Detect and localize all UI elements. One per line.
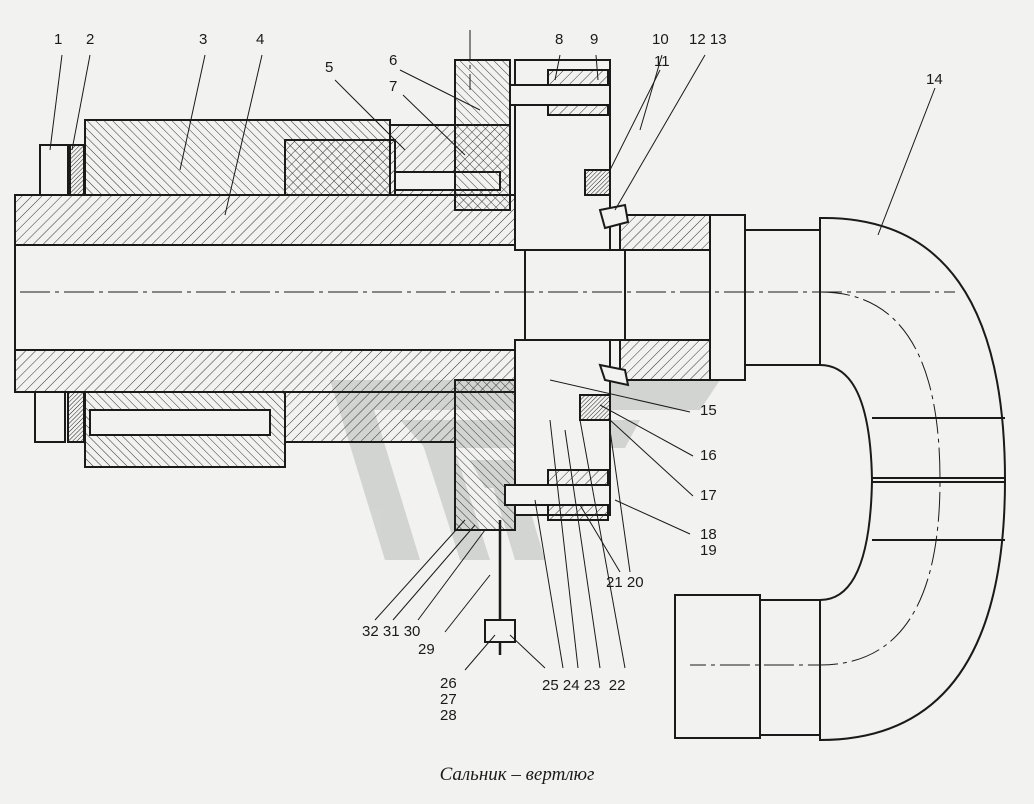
callout-15: 15 (700, 402, 717, 419)
callout-12-13: 12 13 (689, 31, 727, 48)
pipe-bend (674, 214, 1007, 742)
callout-17: 17 (700, 487, 717, 504)
callout-18-19: 18 19 (700, 526, 717, 559)
callout-11: 11 (654, 53, 670, 70)
callout-26-27-28: 26 27 28 (440, 675, 457, 724)
leader-lines (49, 54, 936, 671)
callout-14: 14 (926, 71, 943, 88)
callout-1: 1 (54, 31, 63, 48)
callout-29: 29 (418, 641, 435, 658)
shaft-assembly (14, 59, 711, 655)
callout-16: 16 (700, 447, 717, 464)
callout-8: 8 (555, 31, 564, 48)
centerlines (20, 30, 955, 666)
callout-4: 4 (256, 31, 265, 48)
callout-6: 6 (389, 52, 398, 69)
figure-caption: Сальник – вертлюг (439, 764, 595, 785)
callout-9: 9 (590, 31, 599, 48)
callout-3: 3 (199, 31, 208, 48)
callout-32-31-30: 32 31 30 (362, 623, 421, 640)
callout-25-24-23-22: 25 24 23 22 (542, 677, 626, 694)
callout-5: 5 (325, 59, 334, 76)
callout-2: 2 (86, 31, 95, 48)
callout-7: 7 (389, 78, 398, 95)
callout-21-20: 21 20 (606, 574, 644, 591)
callout-10: 10 (652, 31, 669, 48)
